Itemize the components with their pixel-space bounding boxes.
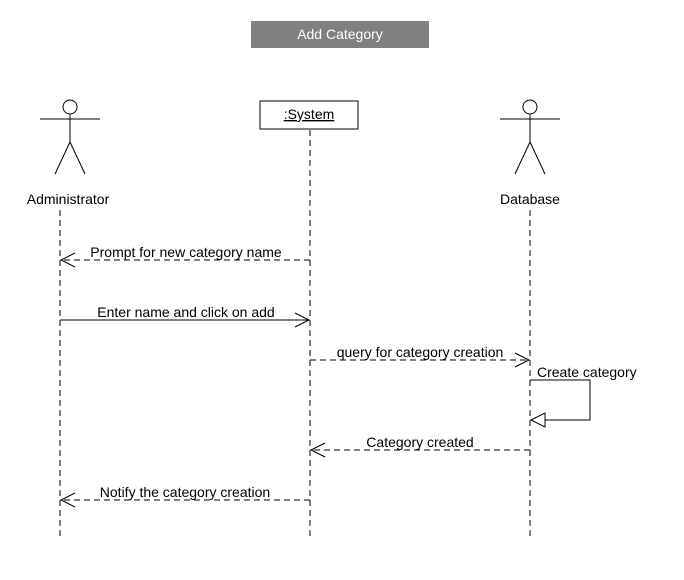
actor-right-leg [69,141,86,175]
message-notify: Notify the category creation [59,484,310,508]
participant-label-administrator: Administrator [27,191,110,207]
actor-database [500,99,560,175]
participant-label-database: Database [500,191,560,207]
title-text: Add Category [297,26,383,42]
actor-left-leg [514,141,531,175]
diagram-title: Add Category [251,21,429,48]
open-arrowhead [294,312,311,328]
message-prompt: Prompt for new category name [59,244,310,268]
message-label: Prompt for new category name [90,244,282,260]
message-label: Enter name and click on add [97,304,274,320]
message-category-created: Category created [309,434,530,458]
message-create-category: Create category [529,364,637,428]
hollow-arrowhead [529,412,546,428]
message-label: Category created [366,434,473,450]
actor-administrator [40,99,100,175]
participant-label-system: :System [284,106,335,122]
actor-head [62,99,78,115]
message-label: Notify the category creation [100,484,270,500]
participant-system: :System [259,100,359,130]
title-background [251,21,429,48]
open-arrowhead [309,442,326,458]
system-box [259,100,359,130]
actor-head [522,99,538,115]
self-message-line [530,379,591,421]
message-query: query for category creation [310,344,531,368]
open-arrowhead [59,492,76,508]
message-label: query for category creation [337,344,504,360]
actor-right-leg [529,141,546,175]
open-arrowhead [514,352,531,368]
open-arrowhead [59,252,76,268]
message-enter-name: Enter name and click on add [60,304,311,328]
message-label: Create category [537,364,637,380]
actor-left-leg [54,141,71,175]
